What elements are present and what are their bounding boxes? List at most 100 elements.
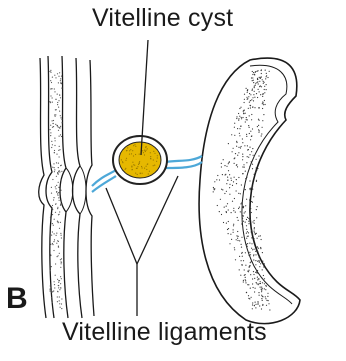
stipple-dot — [262, 79, 263, 80]
stipple-dot — [251, 151, 252, 152]
stipple-dot — [256, 181, 257, 182]
stipple-dot — [51, 297, 52, 298]
stipple-dot — [248, 149, 249, 150]
stipple-dot — [252, 304, 253, 305]
stipple-dot — [254, 232, 255, 233]
stipple-dot — [57, 73, 58, 74]
stipple-dot — [54, 150, 55, 151]
stipple-dot — [254, 97, 255, 98]
stipple-dot — [224, 165, 225, 166]
stipple-dot — [52, 179, 53, 180]
stipple-dot — [57, 208, 58, 209]
stipple-dot — [262, 288, 263, 289]
stipple-dot — [53, 241, 54, 242]
stipple-dot — [51, 193, 52, 194]
stipple-dot — [257, 277, 258, 278]
stipple-dot — [55, 263, 56, 264]
stipple-dot — [141, 166, 142, 167]
stipple-dot — [258, 278, 259, 279]
stipple-dot — [60, 204, 61, 205]
stipple-dot — [252, 189, 253, 190]
stipple-dot — [262, 120, 263, 121]
stipple-dot — [220, 199, 221, 200]
stipple-dot — [241, 247, 242, 248]
stipple-dot — [254, 107, 255, 108]
stipple-dot — [256, 250, 257, 251]
stipple-dot — [262, 269, 263, 270]
stipple-dot — [56, 176, 57, 177]
stipple-dot — [254, 305, 255, 306]
stipple-dot — [52, 205, 53, 206]
stipple-dot — [125, 160, 126, 161]
stipple-dot — [265, 298, 266, 299]
stipple-dot — [245, 211, 246, 212]
stipple-dot — [61, 235, 62, 236]
stipple-dot — [61, 263, 62, 264]
stipple-dot — [58, 182, 59, 183]
stipple-dot — [55, 109, 56, 110]
stipple-dot — [227, 180, 228, 181]
stipple-dot — [253, 155, 254, 156]
stipple-dot — [257, 97, 258, 98]
stipple-dot — [257, 238, 258, 239]
stipple-dot — [259, 86, 260, 87]
stipple-dot — [261, 308, 262, 309]
stipple-dot — [250, 100, 251, 101]
stipple-dot — [243, 113, 244, 114]
stipple-dot — [251, 248, 252, 249]
stipple-dot — [244, 275, 245, 276]
stipple-dot — [262, 252, 263, 253]
stipple-dot — [241, 118, 242, 119]
stipple-dot — [228, 233, 229, 234]
stipple-dot — [60, 267, 61, 268]
stipple-dot — [50, 132, 51, 133]
stipple-dot — [53, 197, 54, 198]
stipple-dot — [224, 207, 225, 208]
stipple-dot — [56, 233, 57, 234]
stipple-dot — [245, 178, 246, 179]
stipple-dot — [58, 100, 59, 101]
stipple-dot — [156, 161, 157, 162]
stipple-dot — [142, 173, 143, 174]
stipple-dot — [239, 116, 240, 117]
stipple-dot — [261, 290, 262, 291]
stipple-dot — [61, 83, 62, 84]
stipple-dot — [240, 211, 241, 212]
stipple-dot — [263, 93, 264, 94]
stipple-dot — [258, 155, 259, 156]
stipple-dot — [226, 212, 227, 213]
stipple-dot — [259, 257, 260, 258]
stipple-dot — [246, 119, 247, 120]
stipple-dot — [261, 73, 262, 74]
stipple-dot — [240, 126, 241, 127]
stipple-dot — [131, 166, 132, 167]
stipple-dot — [265, 104, 266, 105]
stipple-dot — [236, 183, 237, 184]
stipple-dot — [61, 88, 62, 89]
stipple-dot — [254, 86, 255, 87]
stipple-dot — [228, 221, 229, 222]
stipple-dot — [256, 209, 257, 210]
stipple-dot — [261, 277, 262, 278]
stipple-dot — [240, 193, 241, 194]
stipple-dot — [258, 89, 259, 90]
stipple-dot — [246, 136, 247, 137]
stipple-dot — [243, 281, 244, 282]
stipple-dot — [125, 168, 126, 169]
stipple-dot — [266, 89, 267, 90]
stipple-dot — [52, 77, 53, 78]
stipple-dot — [58, 282, 59, 283]
stipple-dot — [240, 107, 241, 108]
stipple-dot — [239, 269, 240, 270]
stipple-dot — [250, 288, 251, 289]
stipple-dot — [145, 150, 146, 151]
stipple-dot — [253, 274, 254, 275]
stipple-dot — [149, 171, 150, 172]
stipple-dot — [55, 99, 56, 100]
stipple-dot — [256, 217, 257, 218]
stipple-dot — [242, 154, 243, 155]
stipple-dot — [245, 113, 246, 114]
stipple-dot — [59, 95, 60, 96]
stipple-dot — [253, 271, 254, 272]
stipple-dot — [49, 290, 50, 291]
